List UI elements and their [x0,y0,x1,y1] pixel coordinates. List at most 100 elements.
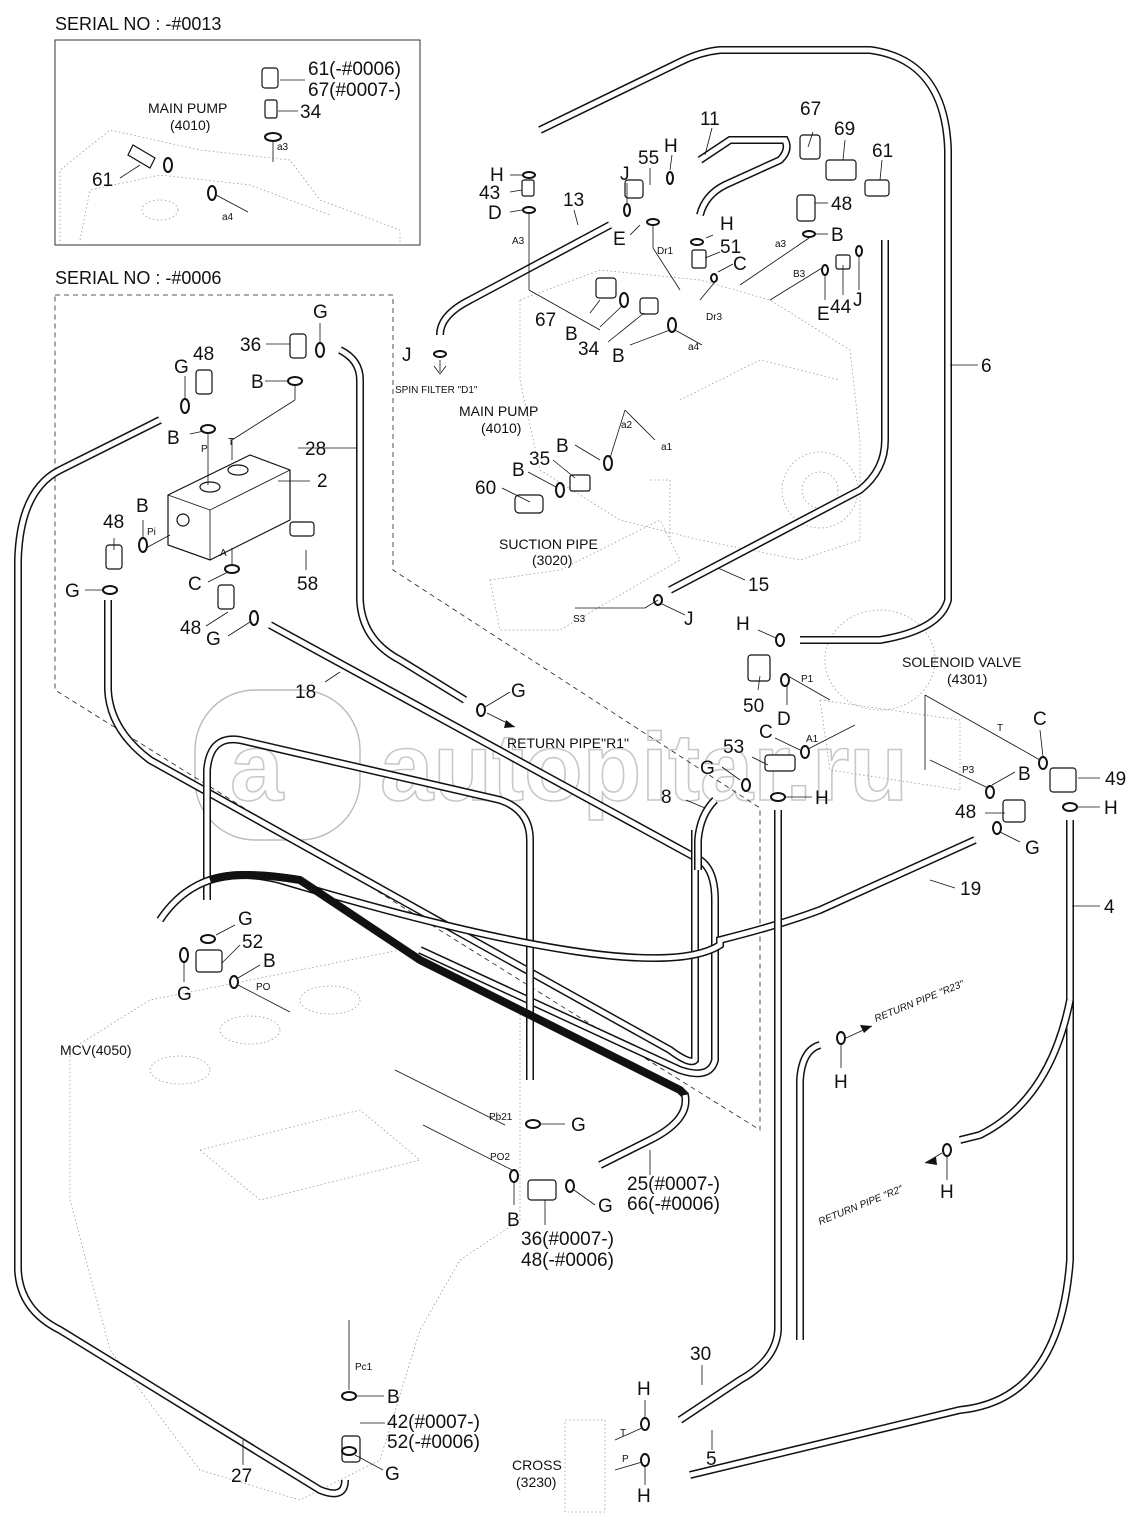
port-Dr3: Dr3 [706,312,723,323]
callout-H: H [1104,798,1118,819]
callout-52: 52(-#0006) [387,1432,480,1453]
callout-27: 27 [231,1466,252,1487]
callout-53: 53 [723,737,744,758]
callout-G: G [174,357,189,378]
callout-B: B [251,372,264,393]
callout-B: B [263,951,276,972]
port-a4: a4 [688,342,700,353]
callout-G: G [238,909,253,930]
mcv-label: MCV(4050) [60,1042,132,1058]
callout-B: B [556,436,569,457]
callout-G: G [177,984,192,1005]
callout-J: J [684,609,694,630]
callout-52: 52 [242,932,263,953]
callout-B: B [387,1387,400,1408]
callout-8: 8 [661,787,672,808]
hose-28 [338,346,468,704]
serial-variant-boundary [54,294,761,1131]
callout-67: 67 [800,99,821,120]
callout-4: 4 [1104,897,1115,918]
callout-66: 66(-#0006) [627,1194,720,1215]
watermark: a autopitar.ru [194,689,909,841]
callout-49: 49 [1105,769,1126,790]
port-P: P [622,1454,629,1465]
callout-H: H [720,214,734,235]
callout-18: 18 [295,682,316,703]
hose-long-left [104,600,699,1066]
callout-G: G [206,629,221,650]
hose-30 [677,810,782,1424]
callout-B: B [565,324,578,345]
leader-lines [85,127,1100,1485]
inset-pump-outline [59,129,401,245]
callout-48: 48 [955,802,976,823]
callout-5: 5 [706,1449,717,1470]
return-arrows [433,360,937,1165]
callout-G: G [598,1196,613,1217]
callout-E: E [613,229,626,250]
callout-C: C [733,254,747,275]
return-pipe-r23-label: RETURN PIPE "R23" [873,979,966,1025]
inset-callout-67: 67(#0007-) [308,80,401,101]
callout-B: B [136,496,149,517]
callout-H: H [637,1486,651,1507]
callout-J: J [853,290,863,311]
callout-B: B [831,225,844,246]
callout-G: G [313,302,328,323]
hose-r2 [959,999,1074,1144]
callout-B: B [1018,764,1031,785]
callout-48: 48 [180,618,201,639]
callout-J: J [620,164,630,185]
callout-51: 51 [720,237,741,258]
callout-B: B [507,1210,520,1231]
callout-50: 50 [743,696,764,717]
callout-C: C [1033,709,1047,730]
callout-34: 34 [578,339,600,360]
return-pipe-r2-label: RETURN PIPE "R2" [817,1184,905,1228]
callout-60: 60 [475,478,496,499]
inset-main-pump-code: (4010) [170,117,210,133]
callout-35: 35 [529,449,550,470]
main-pump-code: (4010) [481,420,521,436]
inset-serial-heading: SERIAL NO : -#0013 [55,14,221,34]
hose-18 [268,621,719,1078]
callout-B: B [612,346,625,367]
solenoid-valve-outline [819,609,961,791]
callout-48: 48(-#0006) [521,1250,614,1271]
port-T: T [620,1428,626,1439]
suction-pipe-outline [489,479,681,631]
callout-6: 6 [981,356,992,377]
inset-main-pump-label: MAIN PUMP [148,100,227,116]
inset-sensor-61-icon [127,67,282,201]
port-Pi: Pi [147,527,156,538]
port-T: T [228,437,234,448]
block-valve-2 [167,454,291,561]
callout-H: H [834,1072,848,1093]
callout-B: B [512,460,525,481]
port-P3: P3 [962,765,975,776]
hose-15 [668,240,889,594]
cross-label: CROSS [512,1457,562,1473]
callout-19: 19 [960,879,981,900]
solenoid-valve-code: (4301) [947,671,987,687]
callout-D: D [777,709,791,730]
hose-11 [696,136,791,217]
callout-11: 11 [700,109,720,130]
callout-H: H [637,1379,651,1400]
callout-H: H [815,788,829,809]
suction-pipe-label: SUCTION PIPE [499,536,598,552]
callout-2: 2 [317,471,328,492]
callout-J: J [402,345,412,366]
callout-H: H [490,165,504,186]
callout-28: 28 [305,439,326,460]
callout-H: H [736,614,750,635]
callout-G: G [385,1464,400,1485]
callout-48: 48 [103,512,124,533]
inset-callout-34: 34 [300,102,322,123]
cross-outline [564,1419,606,1513]
callout-G: G [700,758,715,779]
hose-27 [14,416,349,1498]
callout-48: 48 [831,194,852,215]
fittings [105,134,1077,1463]
